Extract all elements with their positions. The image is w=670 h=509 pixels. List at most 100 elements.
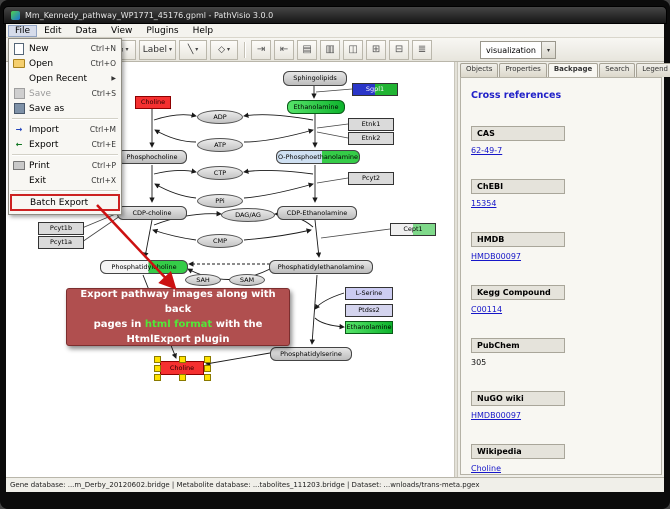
- line-tool-button[interactable]: ╲ ▾: [179, 39, 208, 60]
- gene-node-cept1[interactable]: Cept1: [390, 223, 436, 236]
- align-right-button[interactable]: ⇤: [274, 39, 295, 60]
- stack-horizontal-button[interactable]: ⊞: [366, 39, 387, 60]
- metabolite-node-ctp[interactable]: CTP: [197, 166, 243, 180]
- status-bar: Gene database: ...m_Derby_20120602.bridg…: [6, 477, 664, 492]
- wikipedia-link[interactable]: Choline: [471, 464, 501, 473]
- gene-node-pcyt1a[interactable]: Pcyt1a: [38, 236, 84, 249]
- pathway-node-sphingolipids[interactable]: Sphingolipids: [283, 71, 347, 86]
- menu-plugins[interactable]: Plugins: [146, 25, 179, 36]
- metabolite-node-choline-selected[interactable]: Choline: [160, 361, 204, 375]
- distribute-button[interactable]: ≣: [412, 39, 433, 60]
- metabolite-node-sah[interactable]: SAH: [185, 274, 221, 286]
- splitter[interactable]: [454, 62, 458, 477]
- stack-vertical-button[interactable]: ⊟: [389, 39, 410, 60]
- metabolite-node-atp[interactable]: ATP: [197, 138, 243, 152]
- nugo-link[interactable]: HMDB00097: [471, 411, 522, 420]
- align-top-button[interactable]: ▤: [297, 39, 318, 60]
- metabolite-node-phosphatidylethanolamine[interactable]: Phosphatidylethanolamine: [269, 260, 373, 274]
- menu-data[interactable]: Data: [75, 25, 98, 36]
- import-icon: →: [15, 125, 23, 134]
- file-menu-batch-export[interactable]: Batch Export: [10, 194, 120, 211]
- menu-edit[interactable]: Edit: [44, 25, 62, 36]
- chevron-down-icon[interactable]: ▾: [540, 42, 555, 58]
- section-header: ChEBI: [471, 179, 565, 194]
- label-tool-button[interactable]: Label ▾: [138, 39, 177, 60]
- backpage-section-chebi: ChEBI 15354: [471, 174, 651, 208]
- file-menu-open[interactable]: Open Ctrl+O: [9, 56, 121, 71]
- save-as-icon: [13, 103, 25, 114]
- file-menu-exit[interactable]: Exit Ctrl+X: [9, 173, 121, 188]
- selection-handle[interactable]: [154, 365, 161, 372]
- blank-icon: [13, 176, 25, 186]
- metabolite-node-o-phosphoethanolamine[interactable]: O-Phosphoethanolamine: [276, 150, 360, 164]
- metabolite-node-cdp-ethanolamine[interactable]: CDP-Ethanolamine: [277, 206, 357, 220]
- align-bottom-button[interactable]: ▥: [320, 39, 341, 60]
- file-menu-open-recent[interactable]: Open Recent ▶: [9, 71, 121, 86]
- metabolite-node-ethanolamine-bottom[interactable]: Ethanolamine: [345, 321, 393, 334]
- selection-handle[interactable]: [179, 356, 186, 363]
- metabolite-node-dag[interactable]: DAG/AG: [221, 208, 275, 222]
- selection-handle[interactable]: [179, 374, 186, 381]
- status-text: Gene database: ...m_Derby_20120602.bridg…: [10, 481, 480, 489]
- selection-handle[interactable]: [204, 374, 211, 381]
- file-menu-new[interactable]: New Ctrl+N: [9, 41, 121, 56]
- metabolite-node-adp[interactable]: ADP: [197, 110, 243, 124]
- metabolite-node-phosphatidylserine[interactable]: Phosphatidylserine: [270, 347, 352, 361]
- metabolite-node-phosphatidylcholine[interactable]: Phosphatidylcholine: [100, 260, 188, 274]
- menu-view[interactable]: View: [111, 25, 133, 36]
- tab-objects[interactable]: Objects: [460, 63, 499, 77]
- visualization-combobox[interactable]: visualization ▾: [480, 41, 556, 59]
- selection-handle[interactable]: [204, 365, 211, 372]
- shape-icon: ◇: [218, 44, 226, 55]
- file-menu-save-as[interactable]: Save as: [9, 101, 121, 116]
- gene-node-ptdss2[interactable]: Ptdss2: [345, 304, 393, 317]
- new-document-icon: [13, 42, 25, 55]
- tab-backpage[interactable]: Backpage: [547, 63, 599, 77]
- chevron-down-icon: ▾: [125, 46, 129, 53]
- metabolite-node-cmp[interactable]: CMP: [197, 234, 243, 248]
- backpage-section-wikipedia: Wikipedia Choline: [471, 439, 651, 473]
- file-menu-import[interactable]: → Import Ctrl+M: [9, 122, 121, 137]
- metabolite-node-ppi[interactable]: PPi: [197, 194, 243, 208]
- metabolite-node-choline-top[interactable]: Choline: [135, 96, 171, 109]
- annotation-line3: HtmlExport plugin: [126, 334, 230, 345]
- file-menu-export[interactable]: ← Export Ctrl+E: [9, 137, 121, 152]
- menu-separator: [12, 118, 118, 120]
- menu-separator: [12, 154, 118, 156]
- tab-legend[interactable]: Legend: [636, 63, 670, 77]
- gene-node-etnk2[interactable]: Etnk2: [348, 132, 394, 145]
- file-menu-print[interactable]: Print Ctrl+P: [9, 158, 121, 173]
- tab-properties[interactable]: Properties: [499, 63, 547, 77]
- selection-handle[interactable]: [204, 356, 211, 363]
- menu-file[interactable]: File: [8, 24, 38, 37]
- gene-node-etnk1[interactable]: Etnk1: [348, 118, 394, 131]
- file-menu-save[interactable]: Save Ctrl+S: [9, 86, 121, 101]
- submenu-arrow-icon: ▶: [111, 75, 116, 82]
- metabolite-node-sam[interactable]: SAM: [229, 274, 265, 286]
- backpage-section-cas: CAS 62-49-7: [471, 121, 651, 155]
- gene-node-pcyt2[interactable]: Pcyt2: [348, 172, 394, 185]
- cas-link[interactable]: 62-49-7: [471, 146, 503, 155]
- match-width-button[interactable]: ◫: [343, 39, 364, 60]
- menu-help[interactable]: Help: [192, 25, 214, 36]
- metabolite-node-ethanolamine-top[interactable]: Ethanolamine: [287, 100, 345, 114]
- align-left-button[interactable]: ⇥: [251, 39, 272, 60]
- metabolite-node-phosphocholine[interactable]: Phosphocholine: [117, 150, 187, 164]
- tab-search[interactable]: Search: [599, 63, 636, 77]
- selection-handle[interactable]: [154, 374, 161, 381]
- metabolite-node-cdp-choline[interactable]: CDP-choline: [117, 206, 187, 220]
- annotation-line1: Export pathway images along with back: [80, 289, 276, 315]
- shape-tool-button[interactable]: ◇ ▾: [210, 39, 239, 60]
- file-menu-dropdown: New Ctrl+N Open Ctrl+O Open Recent ▶ Sav…: [8, 38, 122, 215]
- window-body: File Edit Data View Plugins Help Zoom: 1…: [6, 24, 670, 492]
- gene-node-sgpl1[interactable]: Sgpl1: [352, 83, 398, 96]
- selection-handle[interactable]: [154, 356, 161, 363]
- metabolite-node-l-serine[interactable]: L-Serine: [345, 287, 393, 300]
- gene-node-pcyt1b[interactable]: Pcyt1b: [38, 222, 84, 235]
- toolbar-separator: [244, 41, 246, 58]
- menu-separator: [12, 190, 118, 192]
- kegg-link[interactable]: C00114: [471, 305, 503, 314]
- pubchem-value: 305: [471, 358, 487, 367]
- chebi-link[interactable]: 15354: [471, 199, 497, 208]
- hmdb-link[interactable]: HMDB00097: [471, 252, 522, 261]
